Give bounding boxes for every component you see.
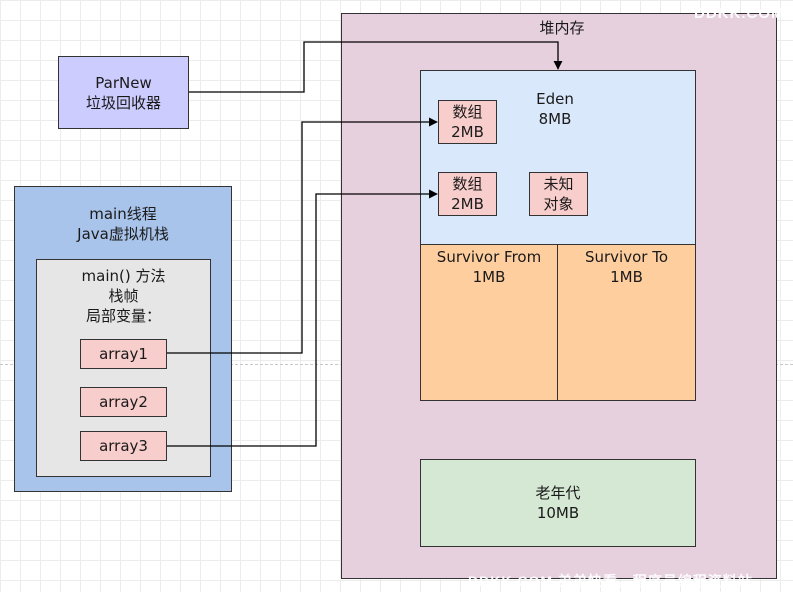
variable-array3: array3: [80, 431, 167, 461]
variable-array2: array2: [80, 387, 167, 417]
unknown-line1: 未知: [543, 175, 574, 193]
parnew-name: ParNew: [95, 73, 152, 92]
block-1-type: 数组: [452, 103, 483, 121]
eden-size: 8MB: [538, 110, 572, 128]
eden-name: Eden: [536, 90, 574, 108]
block-2-type: 数组: [452, 175, 483, 193]
thread-name: main线程: [89, 205, 157, 223]
block-1-size: 2MB: [451, 123, 484, 141]
watermark-bottom: DDKK.COM 弟弟快看，程序员编程资料站: [468, 573, 753, 589]
parnew-collector-box: ParNew 垃圾回收器: [58, 56, 189, 129]
heap-title: 堆内存: [539, 19, 585, 37]
frame-method: main() 方法: [81, 267, 166, 285]
old-generation-region: 老年代 10MB: [420, 459, 696, 547]
survivor-from-size: 1MB: [472, 268, 506, 286]
main-thread-label: main线程 Java虚拟机栈: [14, 204, 232, 244]
variable-array3-label: array3: [99, 437, 148, 455]
survivor-to-size: 1MB: [610, 268, 643, 286]
block-2-size: 2MB: [451, 195, 484, 213]
eden-label: Eden 8MB: [500, 89, 610, 129]
survivor-to-region: [557, 244, 696, 401]
old-gen-name: 老年代: [535, 484, 581, 502]
eden-array-block-1: 数组 2MB: [438, 100, 497, 144]
old-gen-size: 10MB: [536, 504, 580, 522]
survivor-from-name: Survivor From: [436, 248, 542, 266]
stack-frame-label: main() 方法 栈帧 局部变量：: [36, 266, 211, 326]
thread-stack-name: Java虚拟机栈: [77, 225, 169, 243]
eden-unknown-object-block: 未知 对象: [529, 172, 588, 216]
eden-array-block-2: 数组 2MB: [438, 172, 497, 216]
parnew-desc: 垃圾回收器: [85, 93, 161, 112]
unknown-line2: 对象: [543, 195, 574, 213]
watermark-top: DDKK.COM: [694, 5, 785, 22]
survivor-to-label: Survivor To 1MB: [557, 247, 696, 287]
survivor-from-label: Survivor From 1MB: [420, 247, 558, 287]
frame-title: 栈帧: [108, 287, 139, 305]
frame-locals-title: 局部变量：: [85, 307, 161, 325]
survivor-to-name: Survivor To: [584, 248, 669, 266]
variable-array2-label: array2: [99, 393, 148, 411]
variable-array1-label: array1: [99, 345, 148, 363]
variable-array1: array1: [80, 339, 167, 369]
